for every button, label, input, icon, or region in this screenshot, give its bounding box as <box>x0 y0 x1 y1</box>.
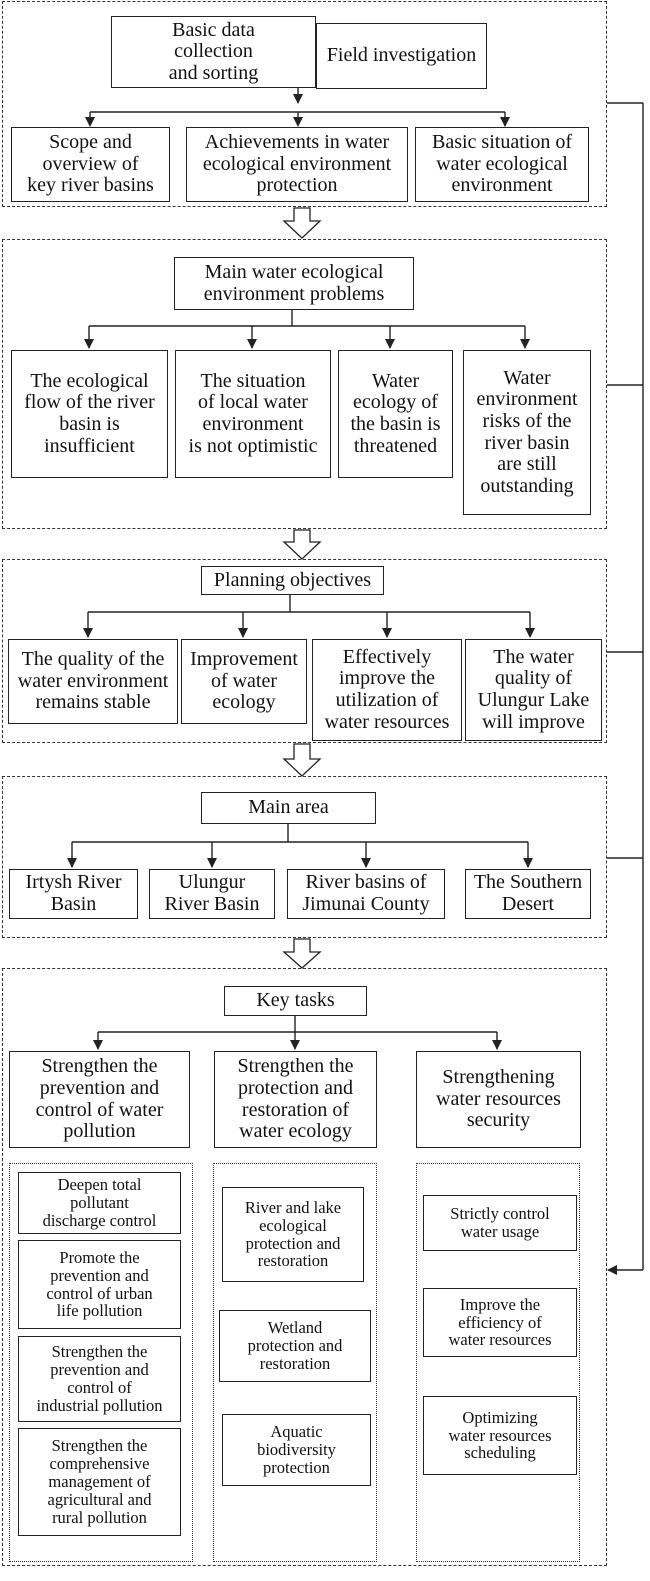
subtask-urban-life-pollution-box: Promote the prevention and control of ur… <box>18 1240 181 1329</box>
section-key-tasks <box>2 968 607 1566</box>
field-investigation-box: Field investigation <box>316 23 487 89</box>
flow-arrow <box>282 743 322 777</box>
section-problems <box>2 239 607 529</box>
problem-environment-risks-box: Water environment risks of the river bas… <box>463 350 591 515</box>
area-jimunai-box: River basins of Jimunai County <box>287 869 445 919</box>
pollution-subtasks-frame <box>9 1163 193 1562</box>
section-basic-data <box>2 1 607 207</box>
basic-situation-box: Basic situation of water ecological envi… <box>415 127 589 202</box>
key-tasks-box: Key tasks <box>224 986 367 1016</box>
problem-water-ecology-box: Water ecology of the basin is threatened <box>338 350 453 478</box>
objective-utilization-box: Effectively improve the utilization of w… <box>312 639 462 741</box>
task-water-ecology-box: Strengthen the protection and restoratio… <box>214 1051 377 1148</box>
area-irtysh-box: Irtysh River Basin <box>9 869 138 919</box>
subtask-control-water-usage-box: Strictly control water usage <box>423 1195 577 1251</box>
area-southern-desert-box: The Southern Desert <box>465 869 591 919</box>
area-ulungur-box: Ulungur River Basin <box>149 869 275 919</box>
subtask-agricultural-pollution-box: Strengthen the comprehensive management … <box>18 1428 181 1536</box>
objective-quality-stable-box: The quality of the water environment rem… <box>8 639 178 724</box>
subtask-industrial-pollution-box: Strengthen the prevention and control of… <box>18 1336 181 1422</box>
subtask-wetland-box: Wetland protection and restoration <box>219 1310 371 1382</box>
planning-objectives-box: Planning objectives <box>201 566 384 595</box>
subtask-efficiency-box: Improve the efficiency of water resource… <box>423 1288 577 1357</box>
main-area-box: Main area <box>201 792 376 824</box>
task-resources-security-box: Strengthening water resources security <box>416 1051 581 1148</box>
ecology-subtasks-frame <box>213 1163 377 1562</box>
basic-data-collection-box: Basic data collection and sorting <box>111 16 316 88</box>
objective-ulungur-lake-box: The water quality of Ulungur Lake will i… <box>465 639 602 741</box>
section-objectives <box>2 559 607 743</box>
scope-overview-box: Scope and overview of key river basins <box>11 127 170 202</box>
task-water-pollution-box: Strengthen the prevention and control of… <box>9 1051 190 1148</box>
subtask-river-lake-protection-box: River and lake ecological protection and… <box>222 1187 364 1282</box>
subtask-pollutant-discharge-box: Deepen total pollutant discharge control <box>18 1172 181 1234</box>
problem-local-environment-box: The situation of local water environment… <box>175 350 331 478</box>
objective-water-ecology-box: Improvement of water ecology <box>181 639 307 724</box>
achievements-box: Achievements in water ecological environ… <box>186 127 408 202</box>
flow-arrow <box>282 207 322 239</box>
subtask-aquatic-biodiversity-box: Aquatic biodiversity protection <box>222 1414 371 1486</box>
problems-title-box: Main water ecological environment proble… <box>174 257 414 310</box>
flow-arrow <box>282 938 322 969</box>
subtask-scheduling-box: Optimizing water resources scheduling <box>423 1396 577 1475</box>
problem-ecological-flow-box: The ecological flow of the river basin i… <box>11 350 168 478</box>
resources-subtasks-frame <box>416 1163 580 1562</box>
flow-arrow <box>282 529 322 560</box>
section-main-area <box>2 776 607 938</box>
